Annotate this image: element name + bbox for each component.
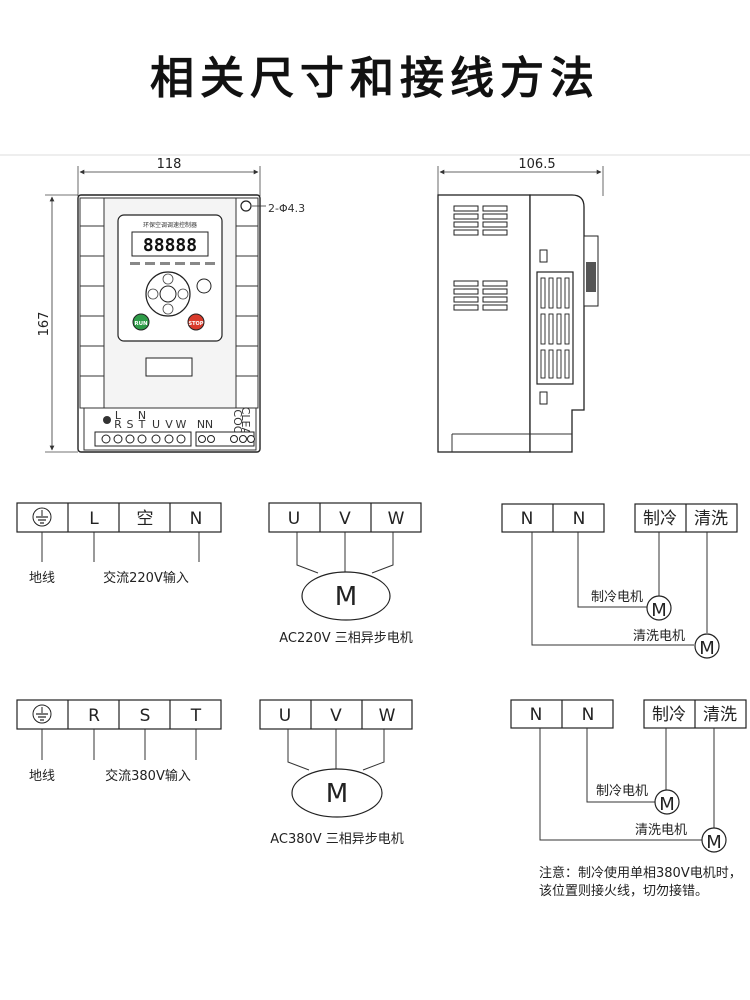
clean-motor-label: 清洗电机 — [633, 629, 685, 644]
nameplate-slot — [145, 357, 193, 377]
dim-front-height: 167 — [37, 312, 52, 337]
note-line-2: 该位置则接火线，切勿接错。 — [539, 883, 708, 899]
clean-motor-m: M — [699, 638, 715, 659]
box-u: U — [279, 706, 291, 726]
box-w: W — [379, 706, 396, 726]
front-view: 118 167 2-Φ4.3 环保空调调速控制器 88888 — [37, 157, 305, 453]
panel-label: 环保空调调速控制器 — [143, 221, 197, 229]
box-s: S — [140, 706, 151, 726]
box-v: V — [339, 509, 351, 529]
motor-caption: AC220V 三相异步电机 — [279, 631, 413, 646]
run-button[interactable] — [132, 313, 150, 331]
display-window — [131, 231, 209, 257]
dim-front-width: 118 — [157, 157, 182, 172]
page-title: 相关尺寸和接线方法 — [150, 53, 600, 104]
aux-term-n2: N — [205, 418, 213, 431]
box-u: U — [288, 509, 300, 529]
term-v: V — [165, 418, 173, 431]
note-line-1: 注意：制冷使用单相380V电机时， — [539, 865, 742, 881]
hole-spec-label: 2-Φ4.3 — [268, 202, 305, 215]
motor-label: M — [335, 582, 357, 612]
clean-motor-symbol — [701, 827, 727, 853]
motor-380-diagram: U V W M AC380V 三相异步电机 — [259, 699, 413, 847]
aux-term-n1: N — [197, 418, 205, 431]
motor-symbol — [301, 571, 391, 621]
cool-motor-symbol — [646, 595, 672, 621]
stop-label: STOP — [189, 321, 204, 327]
box-empty: 空 — [137, 509, 154, 529]
term-top-0: L — [115, 409, 122, 422]
input-label: 交流380V输入 — [105, 768, 191, 784]
box-cool: 制冷 — [652, 705, 686, 725]
run-label: RUN — [134, 321, 148, 327]
term-r: R — [114, 418, 122, 431]
term-s: S — [127, 418, 134, 431]
box-t: T — [190, 706, 202, 726]
side-view: 106.5 — [437, 157, 604, 453]
ground-screw — [103, 416, 111, 424]
aux-220-diagram: N N 制冷 清洗 制冷电机 M 清洗电机 M — [501, 503, 738, 659]
motor-caption: AC380V 三相异步电机 — [270, 832, 404, 847]
dim-side-depth: 106.5 — [518, 157, 555, 172]
stop-button[interactable] — [187, 313, 205, 331]
clean-motor-symbol — [694, 633, 720, 659]
power-220-terminals: L 空 N 地线 交流220V输入 — [16, 502, 222, 586]
clean-motor-m: M — [706, 832, 722, 853]
aux-380-diagram: N N 制冷 清洗 制冷电机 M 清洗电机 M — [510, 699, 747, 853]
term-t: T — [138, 418, 146, 431]
box-n2: N — [573, 509, 586, 529]
cool-motor-m: M — [651, 600, 667, 621]
motor-symbol — [291, 768, 383, 818]
cool-motor-symbol — [654, 789, 680, 815]
mount-hole — [240, 200, 252, 212]
box-n: N — [190, 509, 203, 529]
motor-label: M — [326, 779, 348, 809]
term-w: W — [176, 418, 187, 431]
motor-220-diagram: U V W M AC220V 三相异步电机 — [268, 502, 422, 646]
box-v: V — [330, 706, 342, 726]
input-label: 交流220V输入 — [103, 570, 189, 586]
box-clean: 清洗 — [694, 509, 728, 529]
ground-label: 地线 — [29, 571, 55, 586]
clean-motor-label: 清洗电机 — [635, 823, 687, 838]
power-380-terminals: R S T 地线 交流380V输入 — [16, 699, 222, 784]
cool-motor-label: 制冷电机 — [596, 784, 648, 799]
term-top-2: N — [138, 409, 146, 422]
box-clean: 清洗 — [703, 705, 737, 725]
box-n2: N — [582, 705, 595, 725]
box-w: W — [388, 509, 405, 529]
display-digits: 88888 — [143, 235, 197, 256]
term-u: U — [152, 418, 160, 431]
box-n1: N — [521, 509, 534, 529]
cool-motor-m: M — [659, 794, 675, 815]
cool-motor-label: 制冷电机 — [591, 590, 643, 605]
box-r: R — [88, 706, 100, 726]
ground-label: 地线 — [29, 769, 55, 784]
box-n1: N — [530, 705, 543, 725]
box-l: L — [89, 509, 99, 529]
box-cool: 制冷 — [643, 509, 677, 529]
